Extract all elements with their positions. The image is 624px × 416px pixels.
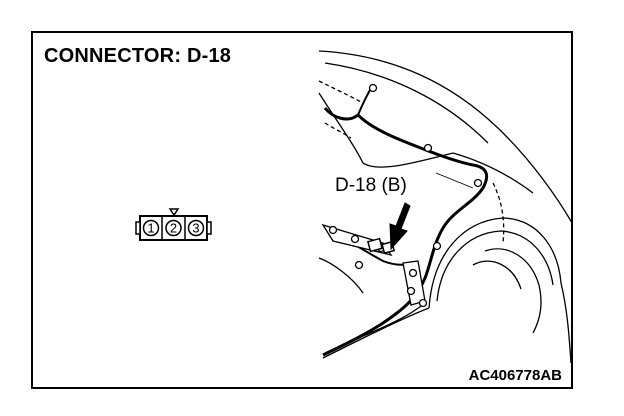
callout-leader-line <box>435 172 474 189</box>
connector-title: CONNECTOR: D-18 <box>44 45 232 67</box>
pin-label-1: 1 <box>147 221 154 236</box>
callout-label-backdrop <box>333 172 435 196</box>
pin-label-3: 3 <box>192 221 199 236</box>
diagram-frame: CONNECTOR: D-18 1 2 3 <box>31 31 573 389</box>
callout-label: D-18 (B) <box>335 175 407 196</box>
diagram-art: 1 2 3 <box>135 50 571 364</box>
connector-latch-icon <box>168 208 180 217</box>
connector-d18-location <box>366 237 396 255</box>
vehicle-body-outline <box>318 50 571 364</box>
pin-label-2: 2 <box>170 221 177 236</box>
callout-arrow-icon <box>389 202 411 251</box>
illustration-code: AC406778AB <box>468 367 562 384</box>
connector-face: 1 2 3 <box>135 208 212 241</box>
